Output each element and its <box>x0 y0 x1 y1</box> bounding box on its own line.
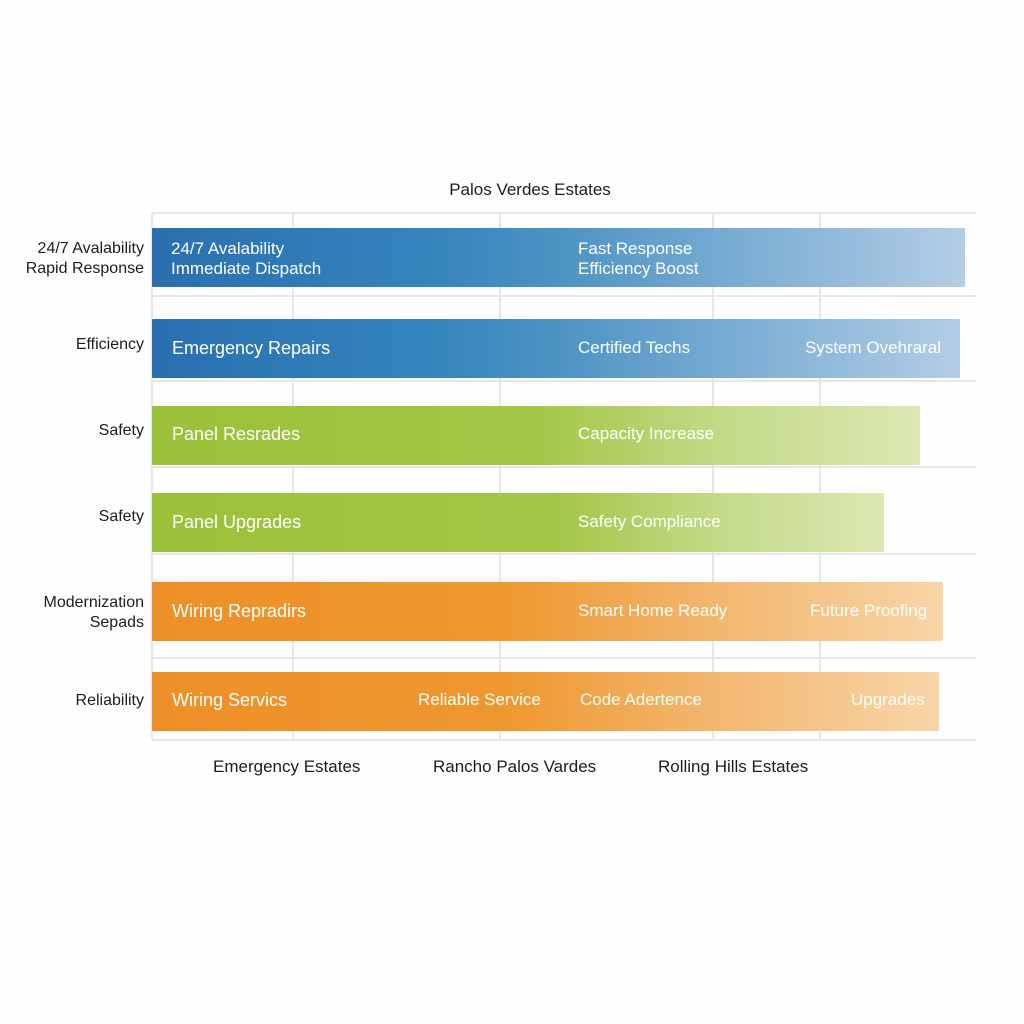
bar-reliability[interactable]: Wiring Servics Reliable Service Code Ade… <box>152 672 939 731</box>
y-label: Reliability <box>76 691 144 711</box>
bar-text: Upgrades <box>851 690 925 709</box>
bar-text: 24/7 Avalability <box>171 239 285 258</box>
y-label: 24/7 Avalability Rapid Response <box>26 239 144 279</box>
grid-line <box>712 213 714 740</box>
y-label-line: Reliability <box>75 692 144 709</box>
grid-line <box>292 213 294 740</box>
bar-text: Fast Response <box>578 239 693 258</box>
bar-text: Wiring Repradirs <box>172 601 307 621</box>
y-label-line: Safety <box>98 508 144 525</box>
bar-modernization[interactable]: Wiring Repradirs Smart Home Ready Future… <box>152 582 943 641</box>
grid-line <box>819 213 821 740</box>
grid-line <box>152 553 976 555</box>
x-tick-label: Rolling Hills Estates <box>658 757 809 776</box>
y-label: Modernization Sepads <box>44 593 145 633</box>
y-label-line: Modernization <box>43 594 145 611</box>
grid-line <box>151 213 153 740</box>
bar-text: Code Adertence <box>580 690 702 709</box>
y-label-line: Rapid Response <box>25 260 144 277</box>
bar-safety-2[interactable]: Panel Upgrades Safety Compliance <box>152 493 884 552</box>
bar-text: Immediate Dispatch <box>171 259 322 278</box>
bar-text: Wiring Servics <box>172 690 288 710</box>
bar-text: Panel Resrades <box>172 424 301 444</box>
bar-text: Certified Techs <box>578 338 691 357</box>
y-label-line: 24/7 Avalability <box>37 240 144 257</box>
bar-text: Panel Upgrades <box>172 512 302 532</box>
grid-line <box>152 657 976 659</box>
bar-text: Smart Home Ready <box>578 601 728 620</box>
bar-text: Efficiency Boost <box>578 259 699 278</box>
grid-line <box>499 213 501 740</box>
y-label: Efficiency <box>76 335 144 355</box>
bar-availability[interactable]: 24/7 Avalability Immediate Dispatch Fast… <box>152 228 965 287</box>
grid-line <box>152 295 976 297</box>
y-label-line: Efficiency <box>75 336 144 353</box>
chart-title: Palos Verdes Estates <box>449 180 611 199</box>
bar-safety-1[interactable]: Panel Resrades Capacity Increase <box>152 406 920 465</box>
y-label: Safety <box>99 421 144 441</box>
grid-line <box>152 212 976 214</box>
x-tick-label: Emergency Estates <box>213 757 361 776</box>
y-label-line: Safety <box>98 422 144 439</box>
bar-efficiency[interactable]: Emergency Repairs Certified Techs System… <box>152 319 960 378</box>
grid-line <box>152 466 976 468</box>
bar-text: Future Proofing <box>810 601 928 620</box>
grid-line <box>152 380 976 382</box>
bar-text: Capacity Increase <box>578 424 715 443</box>
y-label-line: Sepads <box>89 614 144 631</box>
y-label: Safety <box>99 507 144 527</box>
bar-text: Reliable Service <box>418 690 541 709</box>
bar-text: Emergency Repairs <box>172 338 331 358</box>
grid-line <box>152 739 976 741</box>
bar-text: Safety Compliance <box>578 512 721 531</box>
bar-text: System Ovehraral <box>805 338 942 357</box>
x-tick-label: Rancho Palos Vardes <box>433 757 597 776</box>
